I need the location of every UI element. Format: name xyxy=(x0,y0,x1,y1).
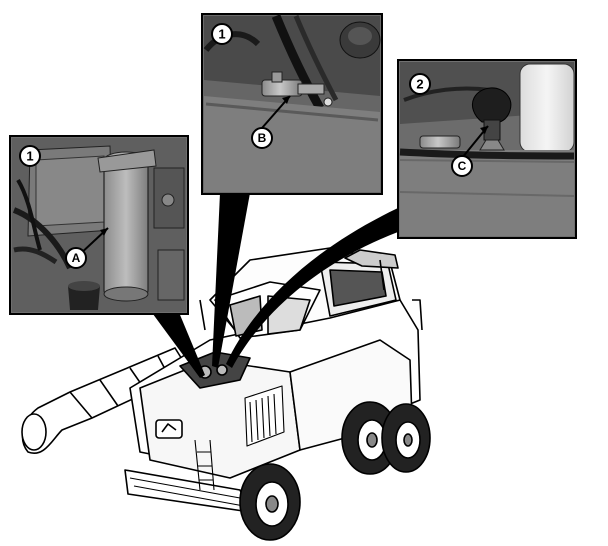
leader-panel-right xyxy=(226,208,398,368)
label-b: B xyxy=(258,131,267,145)
leader-panel-middle xyxy=(212,193,250,368)
rear-wheel-1 xyxy=(341,401,399,475)
rear-wheel-2 xyxy=(381,403,431,473)
panel-right-number: 2 xyxy=(416,77,423,92)
combine-illustration xyxy=(21,247,431,541)
fuel-filter-canister xyxy=(97,149,157,302)
panel-middle-number: 1 xyxy=(218,27,225,42)
panel-left: 1 A xyxy=(9,135,189,315)
panel-right: 2 C xyxy=(397,59,577,239)
front-wheel xyxy=(239,463,301,541)
panel-left-number: 1 xyxy=(26,149,33,164)
reservoir-tank xyxy=(519,63,575,153)
valve-knob xyxy=(419,87,512,151)
unloading-auger xyxy=(21,347,191,454)
grille xyxy=(244,385,285,447)
cap-component xyxy=(339,21,381,59)
logo-plate xyxy=(155,419,183,439)
panel-middle: 1 B xyxy=(201,13,383,195)
drain-valve xyxy=(261,71,333,107)
label-a: A xyxy=(72,251,81,265)
leader-wedges xyxy=(150,193,398,378)
label-c: C xyxy=(458,159,467,173)
leader-panel-left xyxy=(150,310,205,378)
